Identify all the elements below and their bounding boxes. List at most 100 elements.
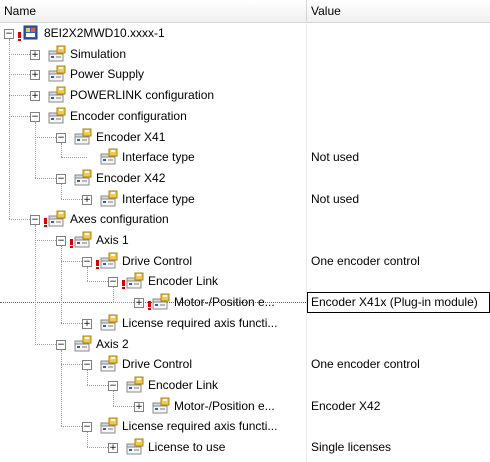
collapse-icon[interactable]: − [108,380,118,391]
tree-item-label[interactable]: Encoder X41 [96,129,166,144]
tree-connector [61,349,62,427]
tree-item-label[interactable]: Encoder configuration [70,108,187,123]
tree-item-label[interactable]: Motor-/Position e... [174,295,275,310]
parameter-node-icon [48,86,67,103]
device-module-icon [22,24,41,41]
tree-connector [61,426,82,428]
column-divider[interactable] [306,0,307,22]
parameter-node-icon [74,335,93,352]
tree-connector [113,302,134,304]
error-marker-icon [148,299,151,311]
parameter-node-icon [74,128,93,145]
tree-row[interactable]: Interface type Not used [0,147,490,168]
tree-row[interactable]: + Power Supply [0,64,490,85]
expand-icon[interactable]: + [82,194,92,205]
error-marker-icon [44,216,47,228]
parameter-node-icon [126,376,145,393]
tree-item-label[interactable]: License required axis functi... [122,315,278,330]
expand-icon[interactable]: + [134,298,144,309]
collapse-icon[interactable]: − [30,111,40,122]
parameter-node-icon [126,272,145,289]
tree-connector [61,142,62,158]
tree-row[interactable]: + Motor-/Position e... Encoder X42 [0,396,490,417]
tree-item-label[interactable]: Interface type [122,191,195,206]
expand-icon[interactable]: + [108,443,118,453]
tree-connector [61,157,87,159]
collapse-icon[interactable]: − [30,215,40,226]
tree-item-label[interactable]: License required axis functi... [122,419,278,434]
collapse-icon[interactable]: − [108,277,118,288]
tree-item-value[interactable]: Encoder X41x (Plug-in module) [311,295,478,310]
column-header: Name Value [0,0,490,23]
name-column-header[interactable]: Name [4,4,37,18]
tree-connector [9,219,30,221]
tree-connector [87,281,108,283]
tree-connector [113,405,134,407]
tree-item-label[interactable]: Power Supply [70,67,145,82]
tree-row[interactable]: − License required axis functi... [0,416,490,437]
tree-row[interactable]: − Encoder X41 [0,127,490,148]
expand-icon[interactable]: + [134,401,144,412]
collapse-icon[interactable]: − [56,339,66,350]
tree-row[interactable]: − Encoder configuration [0,106,490,127]
tree-connector [35,225,36,344]
tree-row[interactable]: − Encoder Link [0,375,490,396]
parameter-node-icon [74,231,93,248]
tree-item-value[interactable]: Single licenses [311,440,392,454]
collapse-icon[interactable]: − [56,173,66,184]
selection-focus-line [0,302,490,304]
expand-icon[interactable]: + [82,318,92,329]
tree-item-label[interactable]: 8EI2X2MWD10.xxxx-1 [44,26,165,40]
tree-row[interactable]: + POWERLINK configuration [0,85,490,106]
tree-item-label[interactable]: Drive Control [122,357,193,372]
tree-row[interactable]: + Interface type Not used [0,189,490,210]
collapse-icon[interactable]: − [56,236,66,246]
parameter-node-icon [48,65,67,82]
tree-row[interactable]: + Simulation [0,44,490,65]
tree-row[interactable]: − Axis 2 [0,334,490,355]
tree-item-label[interactable]: Simulation [70,46,127,61]
tree-item-label[interactable]: Motor-/Position e... [174,398,275,413]
collapse-icon[interactable]: − [82,256,92,267]
tree-row[interactable]: − Drive Control One encoder control [0,251,490,272]
collapse-icon[interactable]: − [56,132,66,143]
collapse-icon[interactable]: − [82,360,92,371]
tree-item-value[interactable]: Encoder X42 [311,398,381,413]
tree-item-label[interactable]: Axis 1 [96,233,129,247]
tree-connector [9,115,30,117]
tree-row[interactable]: − Axes configuration [0,209,490,230]
expand-icon[interactable]: + [30,70,40,81]
tree-row[interactable]: + License to use Single licenses [0,437,490,458]
tree-item-label[interactable]: POWERLINK configuration [70,88,215,103]
tree-row[interactable]: + Motor-/Position e... Encoder X41x (Plug-… [0,292,490,314]
tree-item-value[interactable]: One encoder control [311,357,420,372]
collapse-icon[interactable]: − [82,422,92,433]
tree-connector [35,121,36,178]
tree-row[interactable]: + License required axis functi... [0,313,490,334]
tree-connector [87,266,88,282]
tree-row[interactable]: − Encoder Link [0,271,490,292]
parameter-node-icon [48,45,67,62]
value-column-header[interactable]: Value [311,4,341,18]
collapse-icon[interactable]: − [4,29,14,39]
tree-item-label[interactable]: Encoder Link [148,274,219,289]
tree-connector [9,53,30,55]
expand-icon[interactable]: + [30,49,40,60]
tree-connector [113,287,114,303]
tree-row[interactable]: − Encoder X42 [0,168,490,189]
tree-item-label[interactable]: Interface type [122,150,195,165]
tree-item-value[interactable]: Not used [311,191,360,206]
tree-item-label[interactable]: Encoder Link [148,377,219,392]
tree-item-value[interactable]: Not used [311,150,360,165]
tree-item-label[interactable]: Encoder X42 [96,170,166,185]
expand-icon[interactable]: + [30,91,40,102]
tree-row[interactable]: − Axis 1 [0,230,490,251]
tree-row[interactable]: − 8EI2X2MWD10.xxxx-1 [0,23,490,44]
tree-item-label[interactable]: Axes configuration [70,212,169,227]
tree-item-label[interactable]: License to use [148,440,226,454]
tree-item-value[interactable]: One encoder control [311,253,420,268]
tree-item-label[interactable]: Axis 2 [96,336,129,351]
tree-item-label[interactable]: Drive Control [122,253,193,268]
tree-row[interactable]: − Drive Control One encoder control [0,354,490,375]
tree-connector [35,240,56,241]
